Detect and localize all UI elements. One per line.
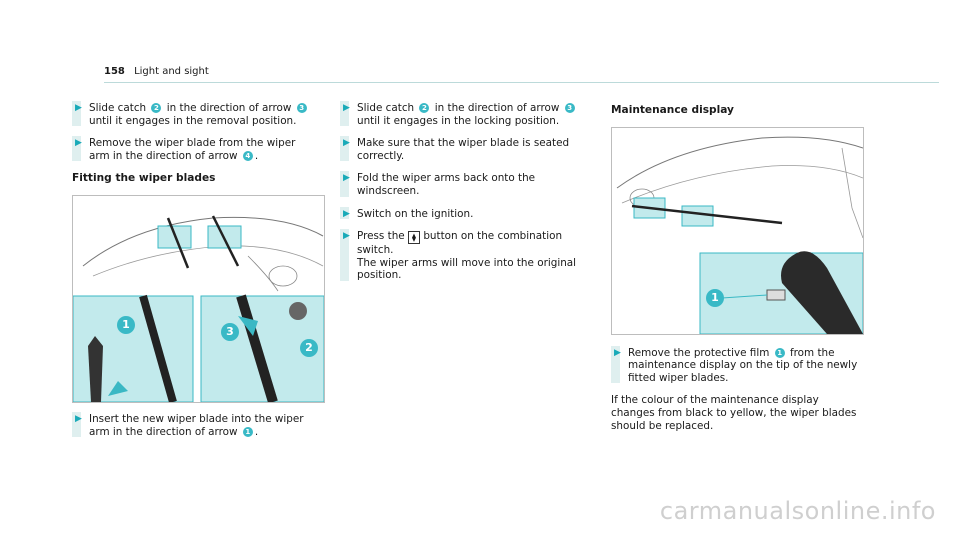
callout-2-badge: 2 <box>300 338 318 357</box>
replacement-note: If the colour of the maintenance display… <box>611 394 857 432</box>
step-arrow-icon: ▶ <box>343 138 350 149</box>
step-arrow-icon: ▶ <box>75 138 82 149</box>
callout-2-badge: 2 <box>151 103 162 113</box>
step-arrow-icon: ▶ <box>614 347 621 358</box>
step-arrow-icon: ▶ <box>343 231 350 242</box>
step-slide-catch-locking: ▶ Slide catch 2 in the direction of arro… <box>340 101 585 127</box>
step-arrow-icon: ▶ <box>343 208 350 219</box>
callout-3-badge: 3 <box>221 322 239 341</box>
callout-4-badge: 4 <box>242 150 253 161</box>
maintenance-display-illustration: 1 <box>611 126 864 335</box>
step-slide-catch-removal: ▶ Slide catch 2 in the direction of arro… <box>72 101 317 127</box>
callout-2-badge: 2 <box>419 103 430 113</box>
wiper-fitting-illustration: 1 3 2 <box>72 194 325 403</box>
callout-1-badge: 1 <box>117 315 135 334</box>
car-windscreen-drawing <box>73 215 324 402</box>
column-2: ▶ Slide catch 2 in the direction of arro… <box>340 101 585 292</box>
callout-1-badge: 1 <box>774 347 785 358</box>
page-header: 158 Light and sight <box>104 66 939 83</box>
step-press-button: ▶ Press the ⧫ button on the combination … <box>340 229 585 282</box>
callout-3-badge: 3 <box>564 103 575 113</box>
callout-3-badge: 3 <box>296 103 307 113</box>
windscreen-detail-drawing <box>616 136 863 334</box>
column-1: ▶ Slide catch 2 in the direction of arro… <box>72 101 325 448</box>
section-title: Light and sight <box>134 66 209 77</box>
callout-1-badge: 1 <box>706 288 724 307</box>
step-arrow-icon: ▶ <box>343 103 350 113</box>
step-arrow-icon: ▶ <box>343 173 350 184</box>
step-insert-blade: ▶ Insert the new wiper blade into the wi… <box>72 411 317 438</box>
step-check-seating: ▶ Make sure that the wiper blade is seat… <box>340 136 585 162</box>
step-arrow-icon: ▶ <box>75 413 82 424</box>
heading-maintenance-display: Maintenance display <box>611 104 734 116</box>
step-result-note: The wiper arms will move into the origin… <box>357 256 577 282</box>
watermark: carmanualsonline.info <box>659 497 936 525</box>
step-remove-blade: ▶ Remove the wiper blade from the wiper … <box>72 136 317 162</box>
step-fold-arms: ▶ Fold the wiper arms back onto the wind… <box>340 171 585 197</box>
page-number: 158 <box>104 66 125 77</box>
step-arrow-icon: ▶ <box>75 103 82 113</box>
step-remove-protective-film: ▶ Remove the protective film 1 from the … <box>611 345 864 385</box>
step-switch-ignition: ▶ Switch on the ignition. <box>340 206 585 221</box>
wiper-button-icon: ⧫ <box>408 231 421 245</box>
heading-fitting-wiper-blades: Fitting the wiper blades <box>72 172 216 185</box>
column-3: Maintenance display 1 ▶ Remove the prote… <box>611 102 864 432</box>
header-rule <box>104 82 939 83</box>
callout-1-badge: 1 <box>242 426 253 437</box>
